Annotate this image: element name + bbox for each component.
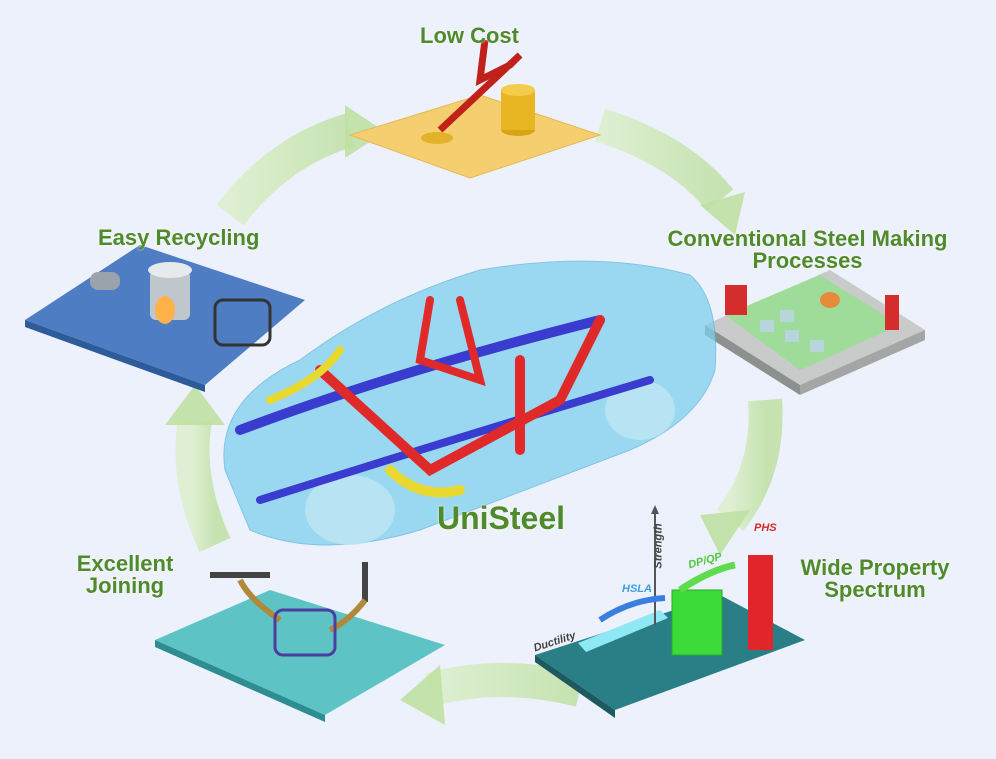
label-line: Joining	[85, 573, 165, 598]
property-platform	[535, 505, 805, 718]
title-unisteel: UniSteel	[437, 500, 566, 536]
price-drop-arrow-icon	[437, 39, 523, 133]
label-line: Conventional Steel Making	[667, 226, 948, 251]
label-easy-recycling: Easy Recycling	[98, 225, 260, 250]
label-conventional-steel-making: Conventional Steel Making Processes	[655, 228, 960, 272]
grade-label-hsla: HSLA	[622, 583, 652, 595]
car-body-illustration	[223, 260, 717, 546]
label-line: Wide Property	[800, 555, 950, 580]
label-line: Spectrum	[824, 577, 926, 602]
joining-platform	[155, 562, 445, 722]
label-excellent-joining: Excellent Joining	[70, 553, 180, 597]
steel-plant-platform	[705, 270, 925, 395]
arrow-property-to-joining	[425, 663, 585, 707]
axis-label-strength: Strength	[652, 523, 665, 569]
arrow-joining-to-recycling	[175, 417, 231, 553]
label-low-cost: Low Cost	[420, 23, 519, 48]
arrow-cost-to-conventional	[594, 108, 734, 211]
label-line: Processes	[752, 248, 863, 273]
label-line: Excellent	[76, 551, 174, 576]
recycling-platform	[25, 245, 305, 392]
low-cost-platform	[348, 39, 602, 179]
cycle-arrows	[175, 108, 783, 707]
arrow-conventional-to-property	[716, 398, 783, 531]
arrow-recycling-to-cost	[216, 113, 355, 226]
label-wide-property-spectrum: Wide Property Spectrum	[790, 557, 960, 601]
grade-label-phs: PHS	[754, 522, 777, 534]
